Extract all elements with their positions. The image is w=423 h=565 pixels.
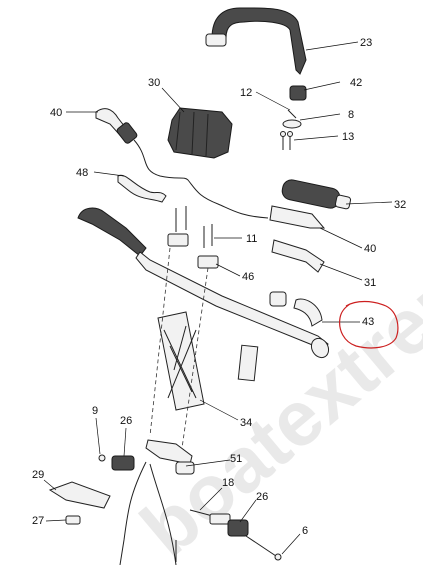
callout-6: 6 <box>302 525 308 537</box>
callout-31: 31 <box>364 277 376 289</box>
leader-lines <box>43 41 393 555</box>
alignment-lines <box>149 247 209 449</box>
shaft-part <box>175 509 282 562</box>
callout-46: 46 <box>242 271 254 283</box>
bent-hose-part <box>117 174 167 203</box>
callout-11: 11 <box>246 233 257 245</box>
callout-26-left: 26 <box>120 415 132 427</box>
bolts-part <box>167 206 219 269</box>
sleeve-43-part <box>269 291 323 327</box>
cable-part <box>119 461 177 565</box>
callout-43: 43 <box>362 316 374 328</box>
lower-clamp-part <box>98 439 195 475</box>
riser-bracket-part <box>157 311 205 411</box>
grip-housing-part <box>167 107 233 159</box>
callout-labels: 23 42 12 8 13 30 40 48 32 11 40 46 31 43… <box>32 37 406 537</box>
label-sticker-part <box>237 344 259 382</box>
callout-34: 34 <box>240 417 252 429</box>
base-plate-part <box>48 481 111 525</box>
highlight-circle <box>339 300 399 349</box>
callout-51: 51 <box>230 453 242 465</box>
callout-9: 9 <box>92 405 98 417</box>
tube-31-part <box>271 239 325 273</box>
tube-40-part <box>269 205 326 229</box>
clamp-part <box>280 85 307 150</box>
callout-40-bottom: 40 <box>364 243 376 255</box>
callout-40-top: 40 <box>50 107 62 119</box>
callout-23: 23 <box>360 37 372 49</box>
handlebar-part <box>77 207 330 359</box>
watermark-text: boatextreme <box>124 207 423 565</box>
callout-8: 8 <box>348 109 354 121</box>
callout-32: 32 <box>394 199 406 211</box>
callout-13: 13 <box>342 131 354 143</box>
handle-grip-part <box>205 7 307 75</box>
callout-26-right: 26 <box>256 491 268 503</box>
right-grip-part <box>281 179 352 210</box>
callout-29: 29 <box>32 469 44 481</box>
callout-48: 48 <box>76 167 88 179</box>
callout-27: 27 <box>32 515 44 527</box>
throttle-lever-part <box>95 108 269 219</box>
callout-12: 12 <box>240 87 252 99</box>
callout-42: 42 <box>350 77 362 89</box>
callout-30: 30 <box>148 77 160 89</box>
callout-18: 18 <box>222 477 234 489</box>
